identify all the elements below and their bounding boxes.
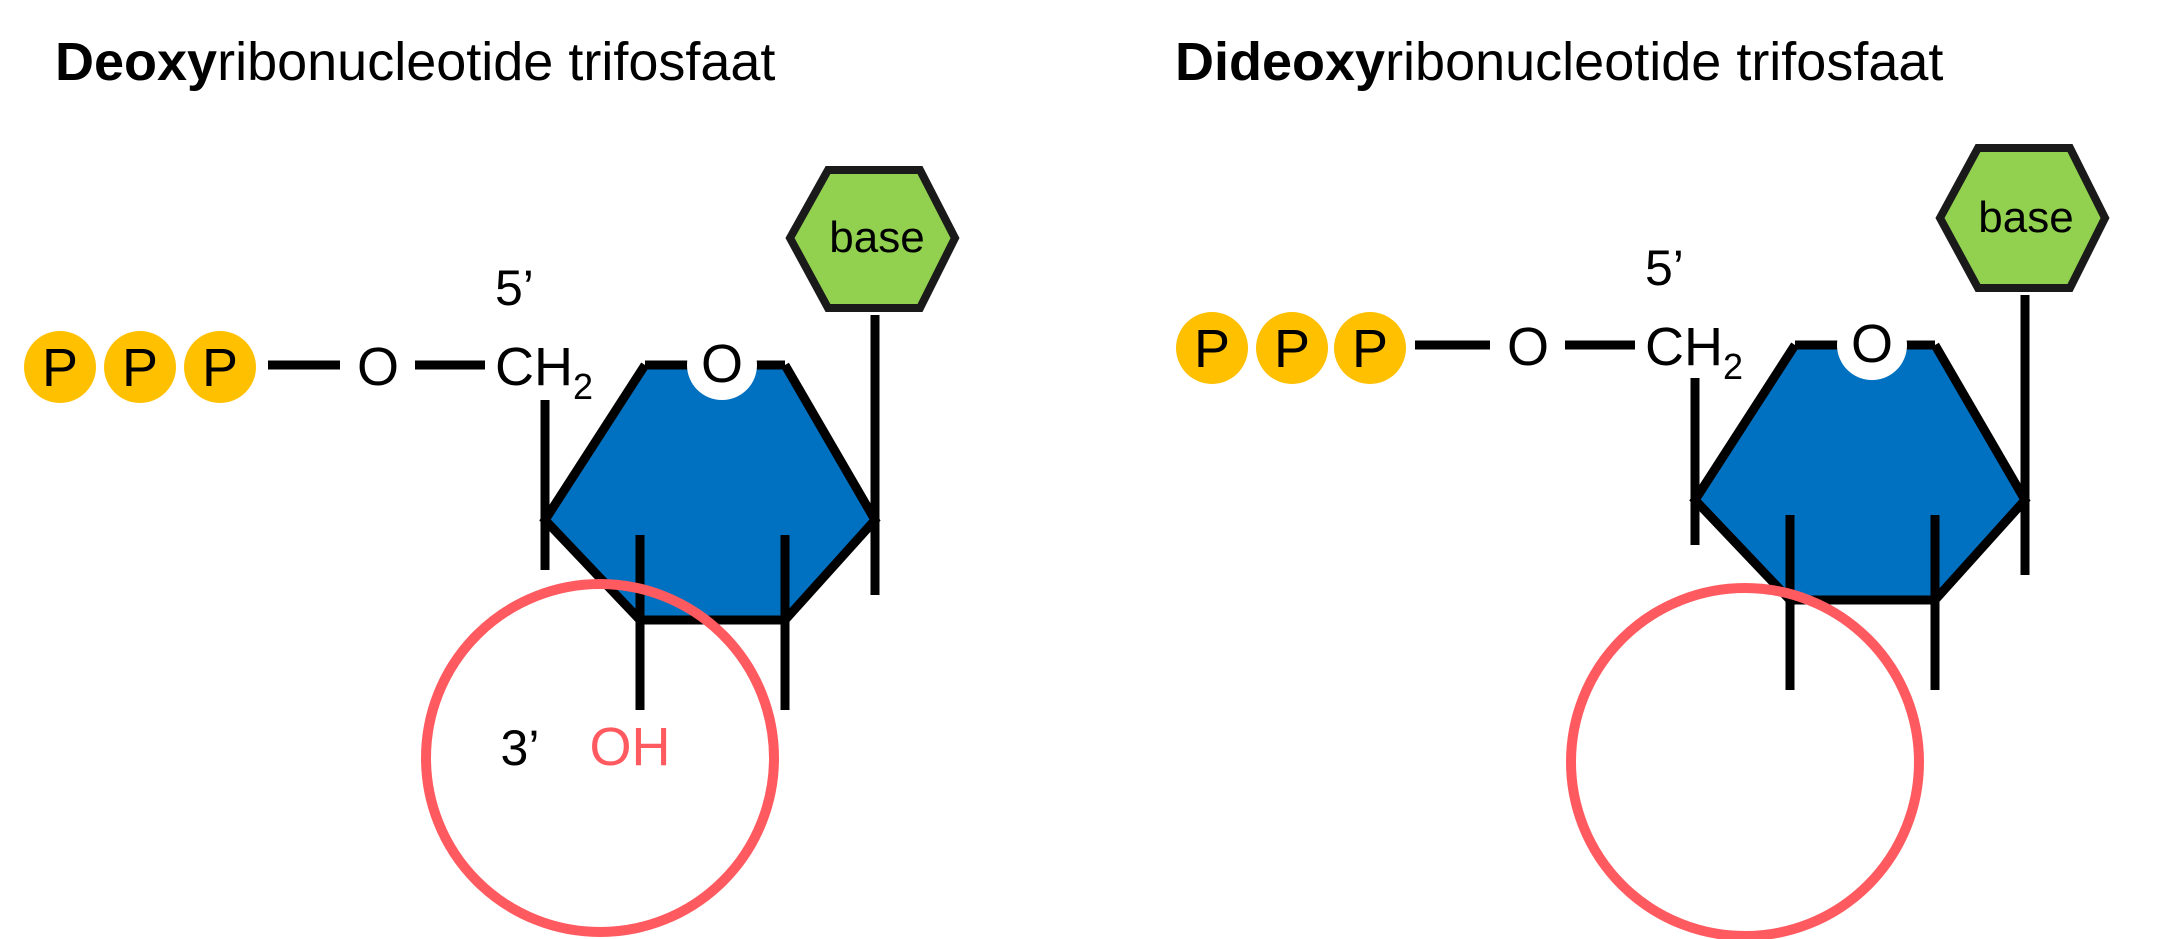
nitrogenous-base-hexagon xyxy=(1935,144,2110,292)
three-prime-label: 3’ xyxy=(501,720,540,776)
phosphate-label: P xyxy=(1274,319,1310,379)
deoxy-phosphate-group: P P P xyxy=(24,331,256,403)
linking-oxygen: O xyxy=(1507,317,1549,377)
phosphate-circle xyxy=(104,331,176,403)
ring-oxygen-halo xyxy=(687,330,757,400)
deoxy-panel: Deoxyribonucleotide trifosfaat P P P O C… xyxy=(24,32,960,937)
sugar-ring-outline xyxy=(1689,342,2031,605)
ch2-text: CH xyxy=(1645,317,1723,377)
phosphate-circle xyxy=(1176,312,1248,384)
phosphate-circle xyxy=(184,331,256,403)
phosphate-label: P xyxy=(1352,319,1388,379)
ring-oxygen: O xyxy=(1851,314,1893,374)
base-label: base xyxy=(1978,193,2073,242)
ring-oxygen: O xyxy=(701,334,743,394)
nitrogenous-base-hexagon xyxy=(785,166,960,312)
phosphate-circle xyxy=(1334,312,1406,384)
dideoxyribose-sugar-ring xyxy=(1695,345,2025,600)
phosphate-circle xyxy=(1256,312,1328,384)
dideoxy-title: Dideoxyribonucleotide trifosfaat xyxy=(1175,32,1943,92)
hydroxyl-label: OH xyxy=(590,717,671,777)
dideoxy-panel: Dideoxyribonucleotide trifosfaat P P P O… xyxy=(1175,32,2110,939)
phosphate-label: P xyxy=(42,338,78,398)
base-label: base xyxy=(829,213,924,262)
deoxy-title: Deoxyribonucleotide trifosfaat xyxy=(55,32,775,92)
five-prime-label: 5’ xyxy=(495,260,534,316)
phosphate-label: P xyxy=(202,338,238,398)
ch2-subscript: 2 xyxy=(1723,346,1743,387)
ch2-text: CH xyxy=(495,337,573,397)
dideoxy-title-rest: ribonucleotide trifosfaat xyxy=(1385,32,1943,92)
ch2-label: CH2 xyxy=(1645,317,1743,387)
five-prime-label: 5’ xyxy=(1645,240,1684,296)
ch2-label: CH2 xyxy=(495,337,593,407)
ch2-subscript: 2 xyxy=(573,366,593,407)
linking-oxygen: O xyxy=(357,337,399,397)
deoxyribose-sugar-ring xyxy=(545,365,875,620)
phosphate-label: P xyxy=(1194,319,1230,379)
three-prime-highlight-circle xyxy=(421,579,779,937)
dideoxy-title-bold: Dideoxy xyxy=(1175,32,1385,92)
phosphate-label: P xyxy=(122,338,158,398)
missing-hydroxyl-highlight-circle xyxy=(1566,583,1924,939)
phosphate-circle xyxy=(24,331,96,403)
deoxy-title-bold: Deoxy xyxy=(55,32,217,92)
deoxy-title-rest: ribonucleotide trifosfaat xyxy=(217,32,775,92)
ring-oxygen-halo xyxy=(1837,310,1907,380)
dideoxy-phosphate-group: P P P xyxy=(1176,312,1406,384)
